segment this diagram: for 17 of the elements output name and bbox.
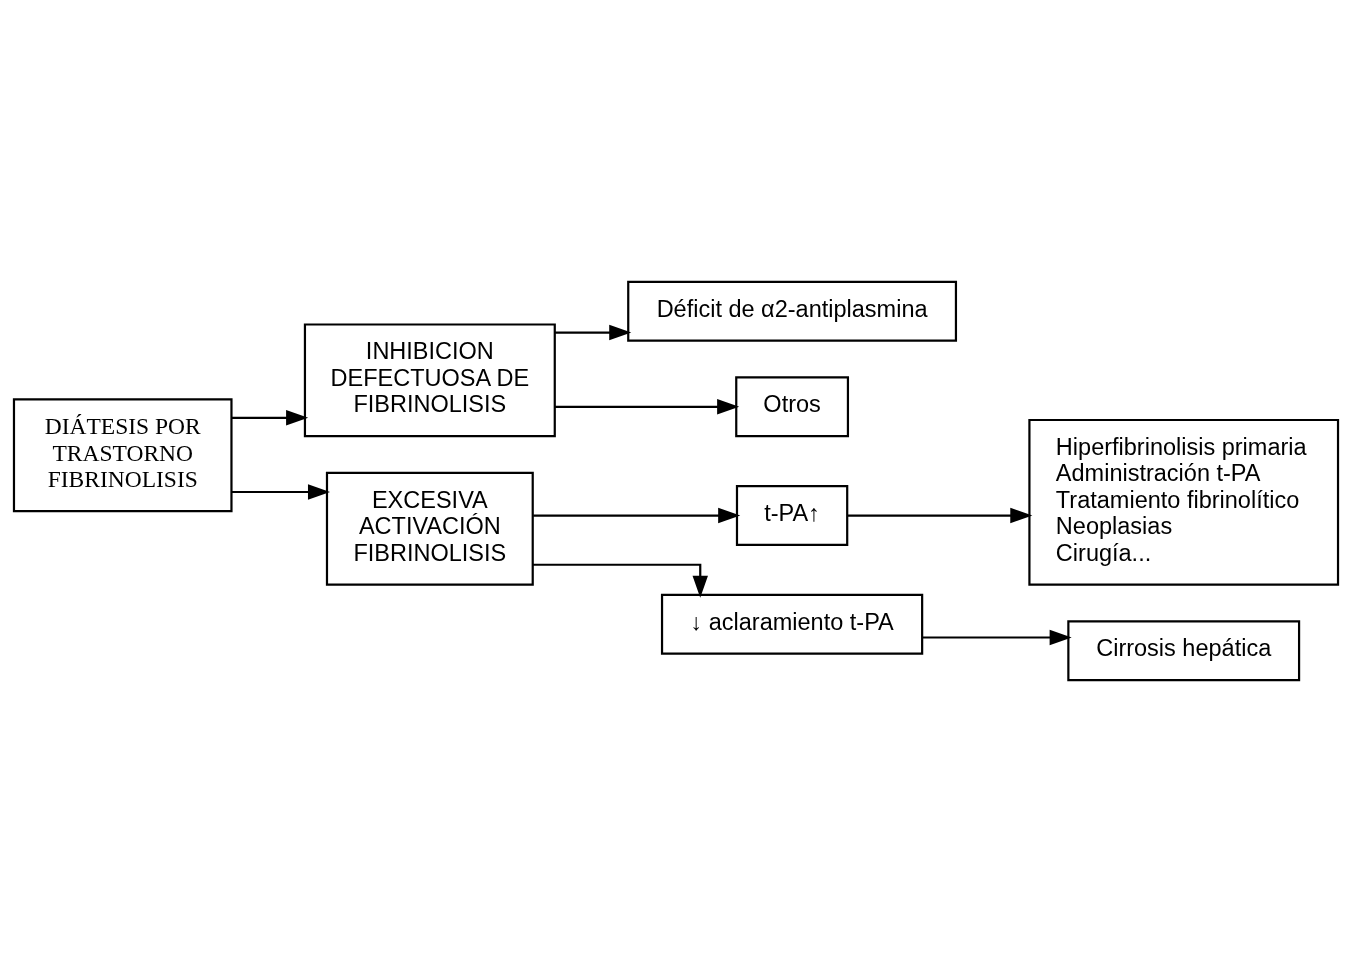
arrow [555,398,740,414]
arrow [532,563,708,598]
node-box: INHIBICION DEFECTUOSA DE FIBRINOLISIS [303,322,556,437]
node-box: DIÁTESIS POR TRASTORNO FIBRINOLISIS [12,397,233,512]
node-box: Otros [735,375,850,437]
arrow [555,324,632,340]
arrow [533,507,741,523]
arrow [847,507,1033,523]
arrow [231,409,309,426]
arrow [922,629,1072,645]
node-box: Hiperfibrinolisis primaria Administración t-PA Tratamiento fibrinolítico Neoplasias Cirugía... [1028,418,1340,586]
node-box: t-PA↑ [735,484,849,546]
node-box: EXCESIVA ACTIVACIÓN FIBRINOLISIS [325,471,534,586]
node-box: ↓ aclaramiento t-PA [660,593,924,655]
arrow [231,483,331,500]
node-box: Déficit de α2-antiplasmina [627,280,958,342]
node-box: Cirrosis hepática [1067,619,1301,681]
